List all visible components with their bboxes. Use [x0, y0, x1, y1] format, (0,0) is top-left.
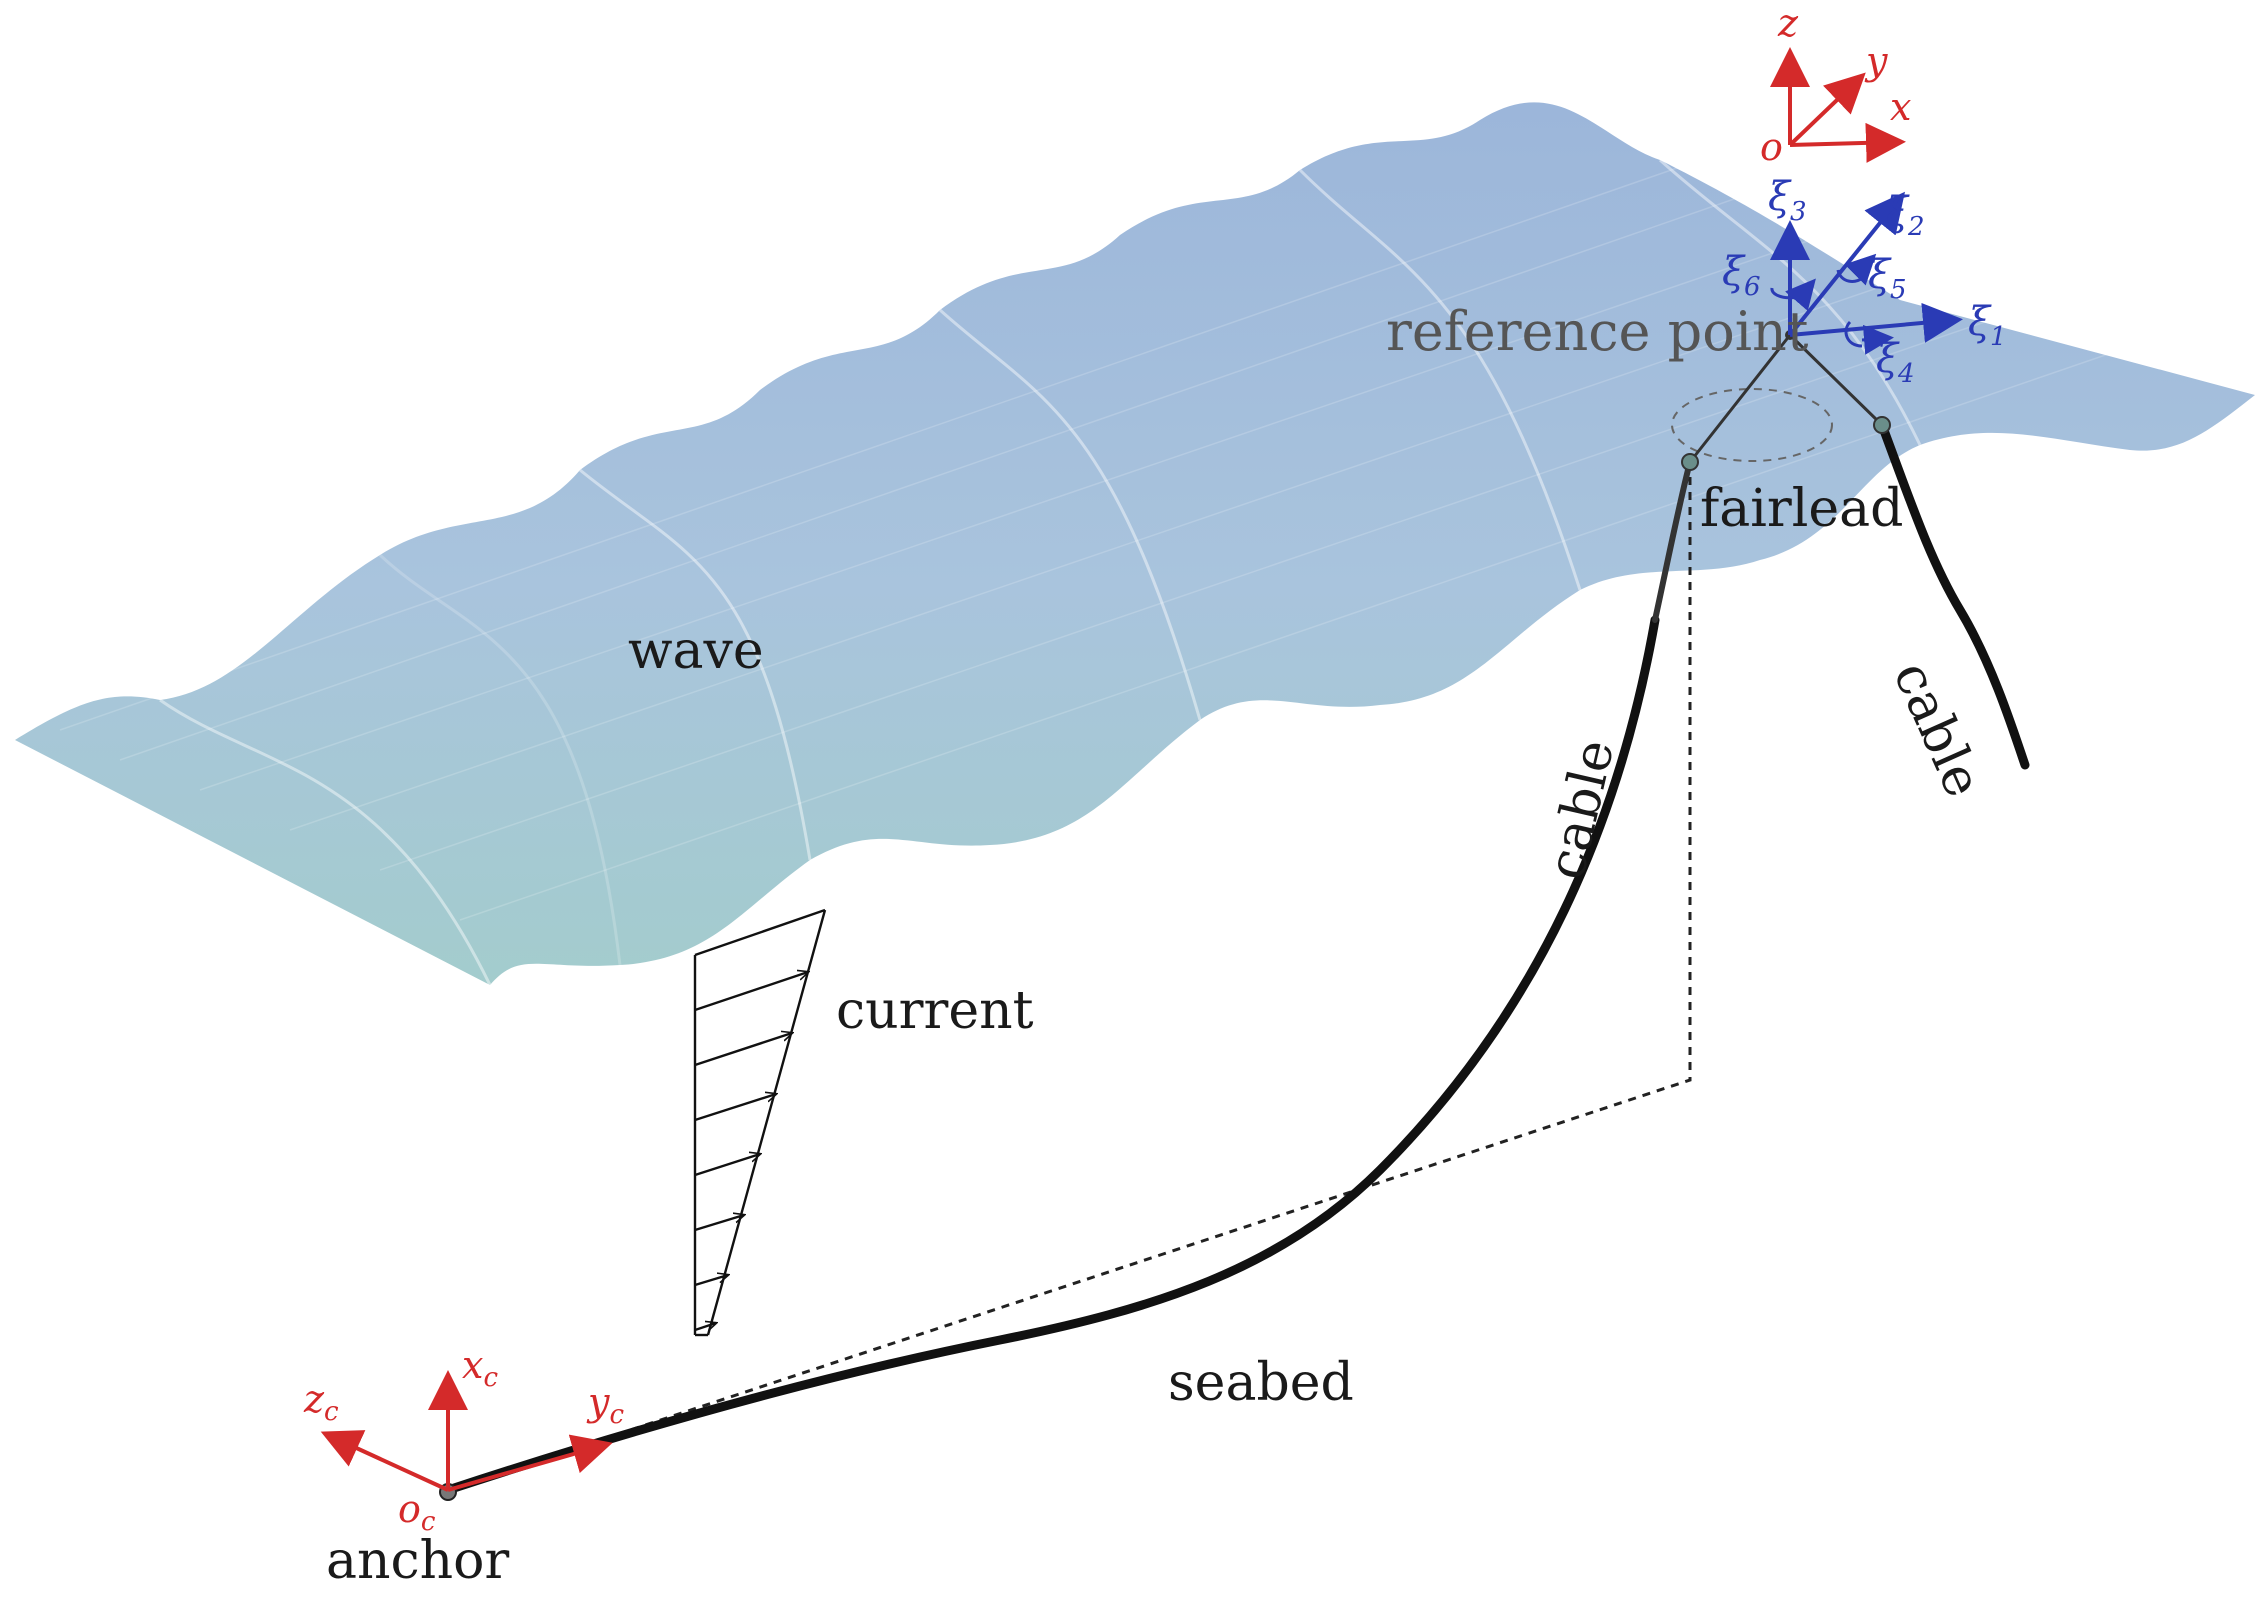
fairlead-point-left	[1681, 453, 1699, 471]
anchor-y-label: yc	[586, 1380, 624, 1430]
xi4-arrow	[1861, 324, 1894, 355]
global-frame	[1770, 47, 1906, 163]
anchor-label: anchor	[326, 1531, 509, 1591]
current-label: current	[836, 981, 1034, 1041]
xi1-label: ξ1	[1968, 299, 2007, 352]
anchor-origin-label: oc	[398, 1487, 436, 1537]
reference-point-label: reference point	[1386, 300, 1809, 363]
xi2-label: ξ2	[1886, 189, 1925, 242]
bridle-left	[1688, 333, 1792, 464]
projection-lines	[599, 388, 1833, 1442]
cables	[443, 333, 2030, 1495]
xi5-arrow	[1844, 253, 1877, 286]
main-cable-upper	[1652, 459, 1693, 623]
global-x-axis	[1789, 122, 1906, 163]
xi5-rotation	[1836, 269, 1868, 283]
global-x-label: x	[1890, 85, 1911, 129]
anchor-z-axis	[320, 1430, 449, 1492]
xi3-label: ξ3	[1768, 174, 1807, 227]
body-dof-frame	[1770, 191, 1963, 355]
global-y-label: y	[1864, 39, 1888, 83]
anchor-frame-labels: xc yc zc oc	[303, 1343, 624, 1537]
xi6-label: ξ6	[1722, 249, 1761, 302]
seabed-label: seabed	[1168, 1353, 1354, 1413]
bridle-right	[1788, 333, 1884, 427]
body-dof-labels: ξ1 ξ2 ξ3 ξ4 ξ5 ξ6	[1722, 174, 2007, 389]
right-cable	[1877, 420, 2030, 770]
current-profile	[693, 908, 827, 1337]
xi4-rotation	[1844, 320, 1863, 348]
anchor-frame	[320, 1370, 613, 1492]
wave-label: wave	[628, 621, 764, 681]
fairlead-point-right	[1873, 416, 1891, 434]
global-y-axis	[1788, 72, 1866, 147]
anchor-y-axis	[447, 1434, 613, 1492]
anchor-z-label: zc	[303, 1377, 339, 1427]
xi4-label: ξ4	[1876, 336, 1915, 389]
wave-surface	[15, 102, 2255, 986]
anchor-x-label: xc	[462, 1343, 498, 1393]
xi5-label: ξ5	[1868, 252, 1907, 305]
cable-main-label: cable	[1536, 734, 1626, 885]
global-z-label: z	[1777, 1, 1799, 45]
main-cable	[443, 615, 1660, 1495]
xi6-arrow	[1784, 278, 1816, 311]
fairlead-label: fairlead	[1700, 479, 1903, 539]
global-origin-label: o	[1760, 125, 1783, 169]
cable-right-label: cable	[1881, 653, 1993, 806]
